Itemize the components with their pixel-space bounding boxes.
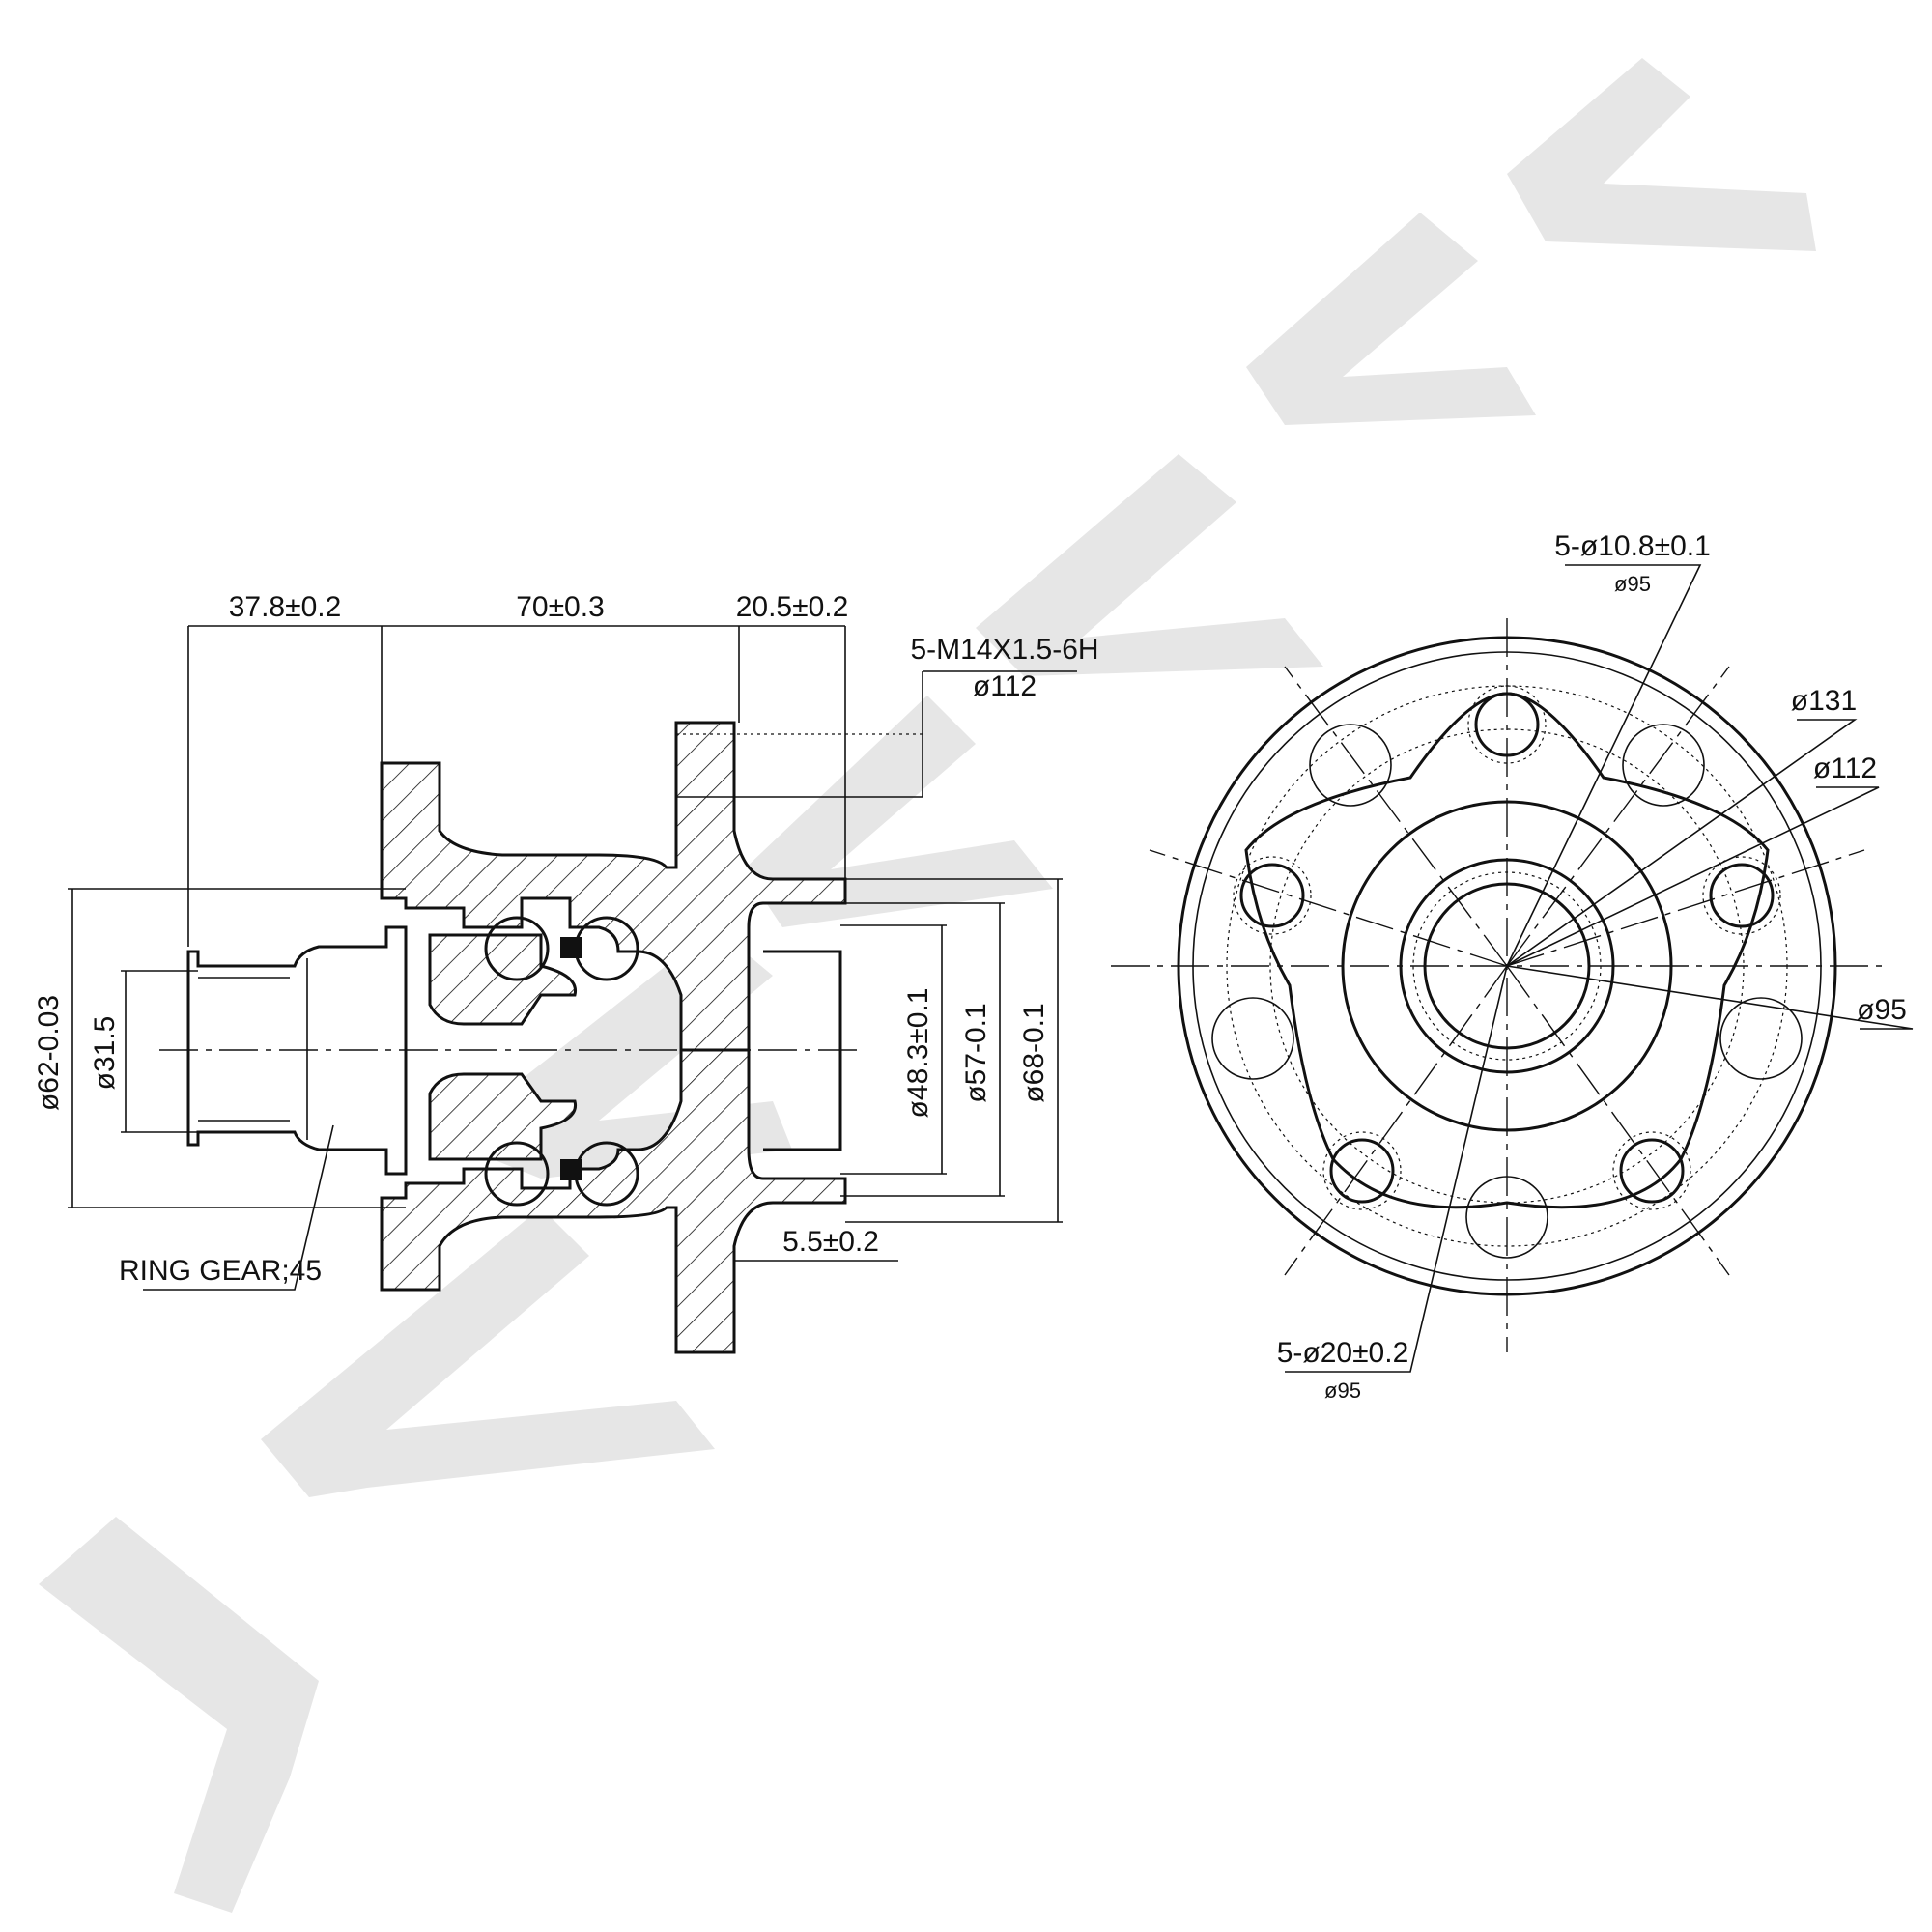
- dia-95-label: ø95: [1857, 994, 1907, 1026]
- lightening-hole: [1719, 997, 1803, 1080]
- hole-spec-label: 5-ø10.8±0.1: [1554, 530, 1711, 562]
- front-view: 5-ø10.8±0.1 ø95 ø131 ø112 ø95 5-ø20±0.2 …: [1111, 530, 1914, 1403]
- stud-hole: [1329, 1138, 1395, 1204]
- dia-57-label: ø57-0.1: [960, 1003, 992, 1102]
- dia-112-label: ø112: [1813, 753, 1877, 784]
- spline-outer: [1399, 858, 1615, 1074]
- dia-68-label: ø68-0.1: [1018, 1003, 1050, 1102]
- hub-body-upper: [380, 721, 847, 1052]
- inner-race-upper: [428, 933, 578, 1026]
- dia-62-label: ø62-0.03: [33, 995, 65, 1111]
- watermark-logo: [39, 58, 1816, 1913]
- ball-upper-left: [484, 916, 550, 981]
- dim-5-5-label: 5.5±0.2: [782, 1226, 879, 1258]
- dia-31-5-label: ø31.5: [89, 1016, 121, 1091]
- seal-upper: [560, 937, 582, 958]
- star-flange: [1244, 692, 1770, 1209]
- dim-70: 70±0.3: [516, 591, 605, 623]
- hole-pcd-label: ø95: [1614, 572, 1651, 596]
- lightening-hole: [1309, 724, 1392, 807]
- lightening-holes: [1211, 724, 1803, 1259]
- lightening-hole: [1622, 724, 1705, 807]
- spline-inner: [1423, 882, 1591, 1050]
- lightening-hole: [1465, 1176, 1548, 1259]
- stud-hole: [1619, 1138, 1685, 1204]
- dia-131-label: ø131: [1791, 685, 1857, 717]
- flange-outer: [1177, 636, 1837, 1296]
- dia-48-3-label: ø48.3±0.1: [902, 988, 934, 1119]
- stud-holes: [1233, 685, 1781, 1210]
- thread-spec-label: 5-M14X1.5-6H: [910, 634, 1098, 666]
- bolt-spec-label: 5-ø20±0.2: [1277, 1337, 1409, 1369]
- hub-outer: [1341, 800, 1673, 1132]
- bolt-pcd-label: ø95: [1324, 1378, 1361, 1403]
- ball-lower-left: [484, 1141, 550, 1207]
- side-section-view: 37.8±0.2 70±0.3 20.5±0.2 5-M14X1.5-6H ø1…: [33, 591, 1099, 1354]
- ring-gear-stub: [186, 925, 408, 1176]
- inner-race-lower: [428, 1072, 578, 1161]
- stud-hole: [1474, 692, 1540, 757]
- pcd-131: [1226, 685, 1788, 1247]
- flange-inner-ring: [1192, 651, 1822, 1281]
- ring-gear-label: RING GEAR;45: [119, 1255, 322, 1287]
- thread-pcd-label: ø112: [973, 670, 1037, 702]
- seal-lower: [560, 1159, 582, 1180]
- stud-hole: [1709, 863, 1775, 928]
- stud-hole: [1239, 863, 1305, 928]
- hub-body-lower: [380, 1048, 847, 1354]
- pcd-112: [1269, 728, 1745, 1204]
- dim-37-8: 37.8±0.2: [229, 591, 342, 623]
- flange-pocket: [763, 950, 842, 1151]
- dim-20-5: 20.5±0.2: [736, 591, 849, 623]
- lightening-hole: [1211, 997, 1294, 1080]
